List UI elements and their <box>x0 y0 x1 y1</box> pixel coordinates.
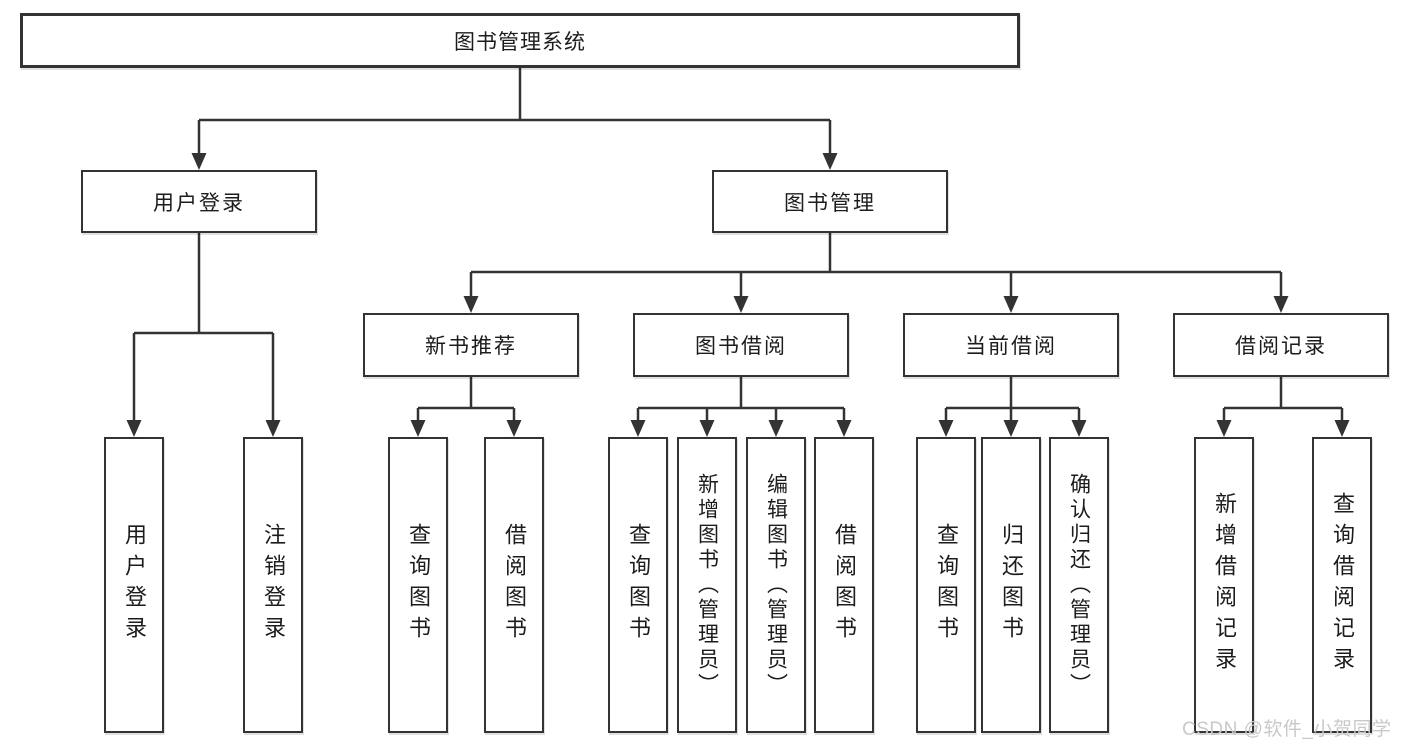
leaf-label: 借阅图书 <box>502 523 527 647</box>
leaf-query-books-current: 查询图书 <box>916 437 976 733</box>
leaf-user-login: 用户登录 <box>104 437 164 733</box>
node-borrow-records: 借阅记录 <box>1173 313 1389 377</box>
leaf-label: 编辑图书（管理员） <box>764 472 788 698</box>
node-book-borrow: 图书借阅 <box>633 313 849 377</box>
leaf-add-book-admin: 新增图书（管理员） <box>677 437 737 733</box>
leaf-label: 新增借阅记录 <box>1212 492 1237 678</box>
leaf-label: 查询图书 <box>626 523 651 647</box>
leaf-label: 借阅图书 <box>832 523 857 647</box>
node-user-login: 用户登录 <box>81 170 317 233</box>
leaf-logout: 注销登录 <box>243 437 303 733</box>
leaf-label: 查询图书 <box>406 523 431 647</box>
node-book-management: 图书管理 <box>712 170 948 233</box>
leaf-return-books: 归还图书 <box>981 437 1041 733</box>
leaf-label: 归还图书 <box>999 523 1024 647</box>
node-root-system: 图书管理系统 <box>20 13 1020 68</box>
leaf-label: 查询借阅记录 <box>1330 492 1355 678</box>
leaf-borrow-books-recommend: 借阅图书 <box>484 437 544 733</box>
node-current-borrow: 当前借阅 <box>903 313 1119 377</box>
leaf-label: 确认归还（管理员） <box>1067 472 1091 698</box>
leaf-query-borrow-record: 查询借阅记录 <box>1312 437 1372 733</box>
leaf-edit-book-admin: 编辑图书（管理员） <box>746 437 806 733</box>
leaf-label: 查询图书 <box>934 523 959 647</box>
leaf-add-borrow-record: 新增借阅记录 <box>1194 437 1254 733</box>
leaf-confirm-return-admin: 确认归还（管理员） <box>1049 437 1109 733</box>
leaf-query-books-borrow: 查询图书 <box>608 437 668 733</box>
csdn-watermark: CSDN @软件_小贺同学 <box>1182 719 1392 740</box>
leaf-label: 新增图书（管理员） <box>695 472 719 698</box>
leaf-query-books-recommend: 查询图书 <box>388 437 448 733</box>
leaf-label: 注销登录 <box>261 523 286 647</box>
leaf-label: 用户登录 <box>122 523 147 647</box>
leaf-borrow-books-borrow: 借阅图书 <box>814 437 874 733</box>
node-new-book-recommend: 新书推荐 <box>363 313 579 377</box>
